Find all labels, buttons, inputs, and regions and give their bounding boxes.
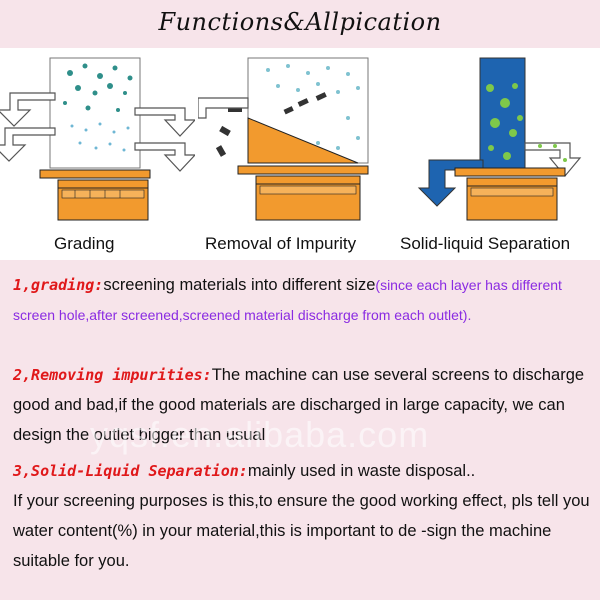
separation-heading: 3,Solid-Liquid Separation: bbox=[13, 462, 248, 480]
caption-impurity: Removal of Impurity bbox=[205, 234, 357, 253]
title-band: Functions&Allpication bbox=[0, 0, 600, 48]
grading-diagram bbox=[0, 57, 195, 221]
impurities-text: The machine can use several screens to d… bbox=[13, 366, 585, 444]
separation-extra: If your screening purposes is this,to en… bbox=[13, 492, 590, 570]
separation-text: mainly used in waste disposal.. bbox=[247, 462, 476, 480]
page-title: Functions&Allpication bbox=[158, 8, 442, 36]
grading-paragraph: 1,grading:screening materials into diffe… bbox=[13, 270, 593, 330]
grading-note: (since each layer has different screen h… bbox=[13, 277, 562, 323]
separation-diagram bbox=[417, 57, 582, 221]
impurities-paragraph: 2,Removing impurities:The machine can us… bbox=[13, 360, 593, 450]
grading-text: screening materials into different size bbox=[103, 276, 376, 294]
diagram-band: Grading Removal of Impurity bbox=[0, 48, 600, 260]
impurities-heading: 2,Removing impurities: bbox=[13, 366, 212, 384]
separation-paragraph: 3,Solid-Liquid Separation:mainly used in… bbox=[13, 456, 593, 576]
caption-grading: Grading bbox=[54, 234, 115, 253]
impurity-diagram bbox=[198, 57, 369, 221]
caption-separation: Solid-liquid Separation bbox=[400, 234, 571, 253]
description-area: 1,grading:screening materials into diffe… bbox=[0, 262, 600, 600]
grading-heading: 1,grading: bbox=[13, 276, 104, 294]
